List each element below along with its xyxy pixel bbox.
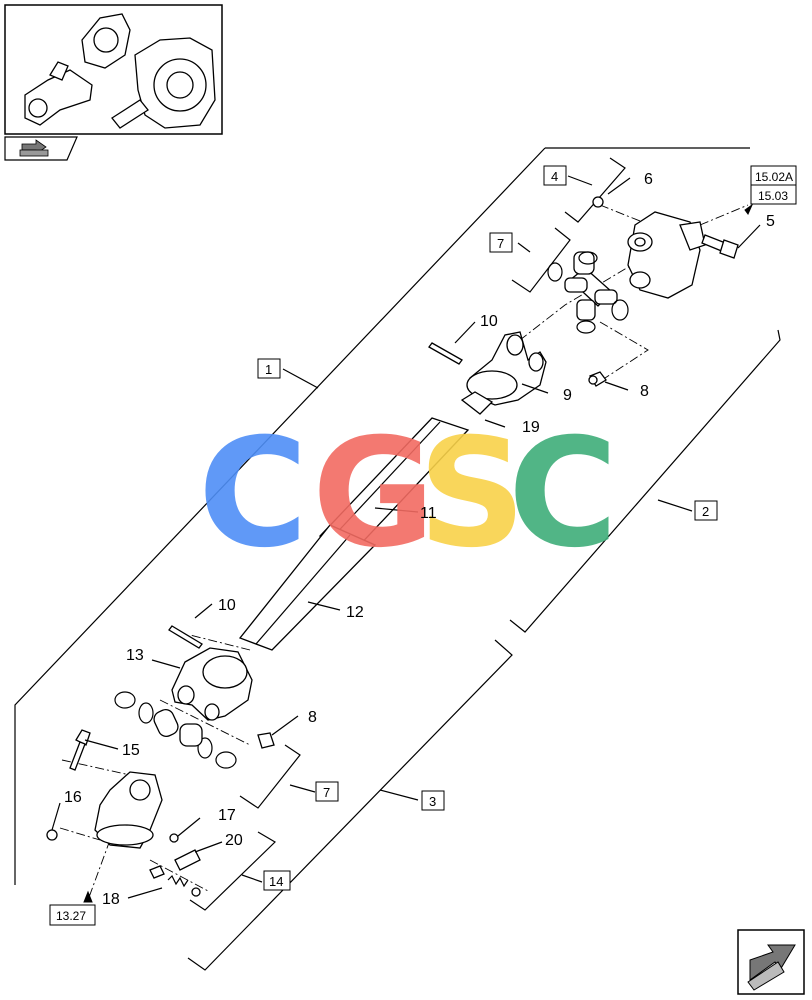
callout-18: 18: [102, 891, 120, 908]
callout-10-lower: 10: [218, 597, 236, 614]
callout-19: 19: [522, 419, 540, 436]
box-label-3[interactable]: 3: [421, 790, 445, 811]
snap-rings-7-upper: [547, 251, 629, 334]
svg-text:3: 3: [429, 794, 436, 809]
cross-bearing-lower-part: [153, 708, 203, 747]
watermark-s: S: [418, 407, 526, 581]
grease-nipple-8-lower-part: [257, 732, 275, 749]
callout-10-upper: 10: [480, 313, 498, 330]
bolt-5-part: [701, 234, 739, 259]
ref-box-15-02A[interactable]: 15.02A: [750, 165, 797, 186]
callout-17: 17: [218, 807, 236, 824]
ref-box-13-27[interactable]: 13.27: [49, 904, 96, 926]
svg-text:13.27: 13.27: [56, 909, 86, 923]
box-label-7-lower[interactable]: 7: [315, 781, 339, 802]
forward-arrow-button[interactable]: [737, 929, 805, 995]
svg-text:15.02A: 15.02A: [755, 170, 793, 184]
box-label-1[interactable]: 1: [257, 358, 281, 379]
callout-9: 9: [563, 387, 572, 404]
sleeve-19-part: [460, 391, 494, 415]
nut-6-part: [592, 196, 604, 208]
watermark: C G S C: [198, 407, 618, 581]
leader-lines: [51, 177, 761, 899]
bolt-15-part: [69, 729, 91, 771]
callout-8-upper: 8: [640, 383, 649, 400]
ref-box-15-03[interactable]: 15.03: [750, 184, 797, 205]
forward-arrow-icon: [747, 944, 796, 991]
svg-text:7: 7: [497, 236, 504, 251]
center-lines: [59, 204, 749, 901]
pin-10-lower-part: [168, 625, 203, 649]
callout-15: 15: [122, 742, 140, 759]
arrow-to-15-02A: [744, 203, 754, 215]
watermark-c2: C: [508, 407, 618, 581]
callout-16: 16: [64, 789, 82, 806]
yoke-9-part: [466, 331, 547, 406]
nut-17-part: [169, 833, 179, 843]
bottom-yoke-part: [94, 771, 163, 849]
box-label-14[interactable]: 14: [263, 870, 291, 891]
pin-10-upper-part: [428, 342, 463, 365]
callout-6: 6: [644, 171, 653, 188]
svg-text:2: 2: [702, 504, 709, 519]
box-label-4[interactable]: 4: [543, 165, 567, 186]
callout-12: 12: [346, 604, 364, 621]
box-label-7-upper[interactable]: 7: [489, 232, 513, 253]
pin-20-part: [174, 849, 201, 871]
cross-spider-part: [564, 251, 618, 321]
svg-text:1: 1: [265, 362, 272, 377]
arrow-to-13-27: [83, 890, 93, 903]
thumbnail-assembly-icon: [24, 13, 216, 129]
spring-18-part: [149, 865, 201, 897]
back-arrow-button[interactable]: [4, 136, 78, 161]
callout-numbers: 6 5 10 9 8 19 11 12 10 13 8 15 16 17 20 …: [64, 171, 775, 908]
svg-text:15.03: 15.03: [758, 189, 788, 203]
box-label-2[interactable]: 2: [694, 500, 718, 521]
tube-12-part: [238, 524, 377, 651]
svg-text:7: 7: [323, 785, 330, 800]
yoke-13-part: [171, 647, 253, 721]
snap-rings-7-lower: [114, 691, 237, 769]
callout-5: 5: [766, 213, 775, 230]
group-brackets: [14, 147, 781, 971]
back-arrow-icon: [19, 139, 49, 157]
grease-nipple-8-upper-part: [588, 371, 607, 387]
callout-11: 11: [420, 505, 437, 522]
nut-16-part: [46, 829, 58, 841]
svg-text:4: 4: [551, 169, 558, 184]
callout-8-lower: 8: [308, 709, 317, 726]
thumbnail-inset[interactable]: [4, 4, 223, 135]
svg-text:14: 14: [269, 874, 283, 889]
upper-yoke-part: [627, 211, 706, 299]
watermark-g: G: [312, 407, 435, 581]
callout-13: 13: [126, 647, 144, 664]
callout-20: 20: [225, 832, 243, 849]
watermark-c1: C: [198, 407, 308, 581]
